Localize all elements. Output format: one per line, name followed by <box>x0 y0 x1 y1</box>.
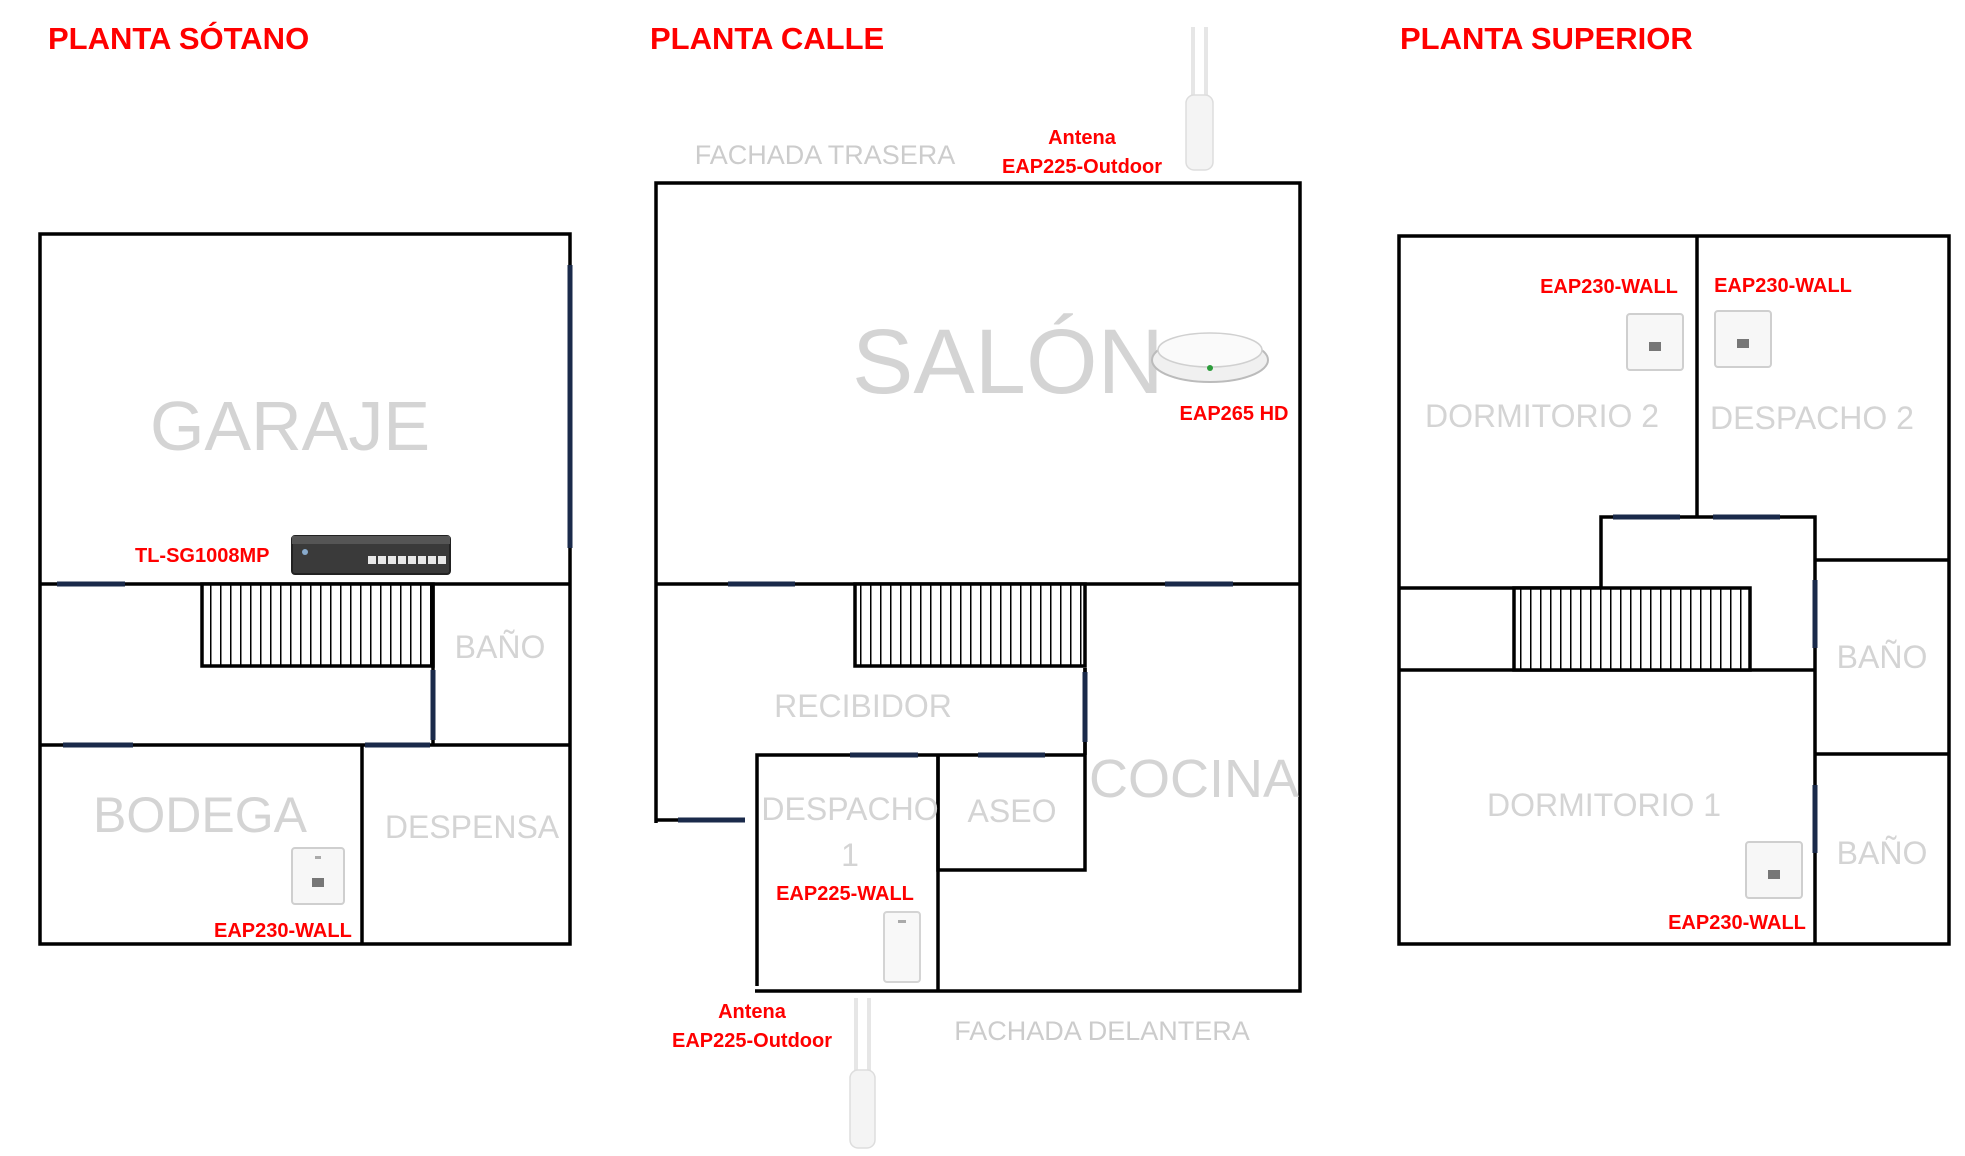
upper-bathroom-a-label: BAÑO <box>1837 639 1928 675</box>
outdoor-bottom-label-line2: EAP225-Outdoor <box>672 1030 832 1052</box>
network-switch-icon <box>291 535 451 575</box>
outdoor-top-label-line1: Antena <box>1048 127 1117 149</box>
outdoor-bottom-label-line1: Antena <box>718 1001 787 1023</box>
office2-label: DESPACHO 2 <box>1710 400 1914 436</box>
cellar-label: BODEGA <box>93 787 308 843</box>
office1-label-line1: DESPACHO <box>761 791 938 827</box>
living-room-label: SALÓN <box>852 311 1164 413</box>
basement-wall-ap-label: EAP230-WALL <box>214 920 352 942</box>
ground-floor-plan: FACHADA TRASERA FACHADA DELANTERA SALÓN … <box>650 27 1302 1149</box>
basement-floor-title: PLANTA SÓTANO <box>48 20 309 56</box>
upper-stairs <box>1512 586 1752 672</box>
basement-stairs <box>200 582 435 668</box>
wall-access-point-icon <box>883 911 921 983</box>
ground-floor-title: PLANTA CALLE <box>650 21 884 56</box>
basement-bathroom-label: BAÑO <box>455 629 546 665</box>
upper-wall-ap-1-label: EAP230-WALL <box>1540 276 1678 298</box>
wall-access-point-icon <box>1745 841 1803 899</box>
outdoor-antenna-top-icon <box>1185 27 1214 171</box>
outdoor-antenna-bottom-icon <box>849 998 876 1149</box>
wall-access-point-icon <box>291 847 345 905</box>
outdoor-top-label-line2: EAP225-Outdoor <box>1002 156 1162 178</box>
bedroom1-label: DORMITORIO 1 <box>1487 787 1721 823</box>
office1-label-line2: 1 <box>841 837 859 873</box>
ground-stairs <box>853 582 1087 668</box>
rear-facade-label: FACHADA TRASERA <box>695 140 956 170</box>
garage-label: GARAJE <box>150 387 430 465</box>
wall-access-point-icon <box>1714 310 1772 368</box>
front-facade-label: FACHADA DELANTERA <box>954 1016 1250 1046</box>
ground-wall-ap-label: EAP225-WALL <box>776 883 914 905</box>
pantry-label: DESPENSA <box>385 809 560 845</box>
kitchen-label: COCINA <box>1089 749 1299 809</box>
ceiling-access-point-icon <box>1151 332 1269 383</box>
upper-bathroom-b-label: BAÑO <box>1837 835 1928 871</box>
upper-wall-ap-3-label: EAP230-WALL <box>1668 912 1806 934</box>
basement-floor-plan: GARAJE BAÑO BODEGA DESPENSA TL-SG1008MP … <box>38 232 573 946</box>
upper-floor-title: PLANTA SUPERIOR <box>1400 21 1693 56</box>
hall-label: RECIBIDOR <box>774 688 952 724</box>
upper-floor-plan: DORMITORIO 2 DESPACHO 2 BAÑO DORMITORIO … <box>1397 234 1951 946</box>
ceiling-ap-label: EAP265 HD <box>1180 403 1289 425</box>
toilet-label: ASEO <box>968 793 1057 829</box>
wall-access-point-icon <box>1626 313 1684 371</box>
upper-wall-ap-2-label: EAP230-WALL <box>1714 275 1852 297</box>
switch-label: TL-SG1008MP <box>135 545 269 567</box>
bedroom2-label: DORMITORIO 2 <box>1425 398 1659 434</box>
